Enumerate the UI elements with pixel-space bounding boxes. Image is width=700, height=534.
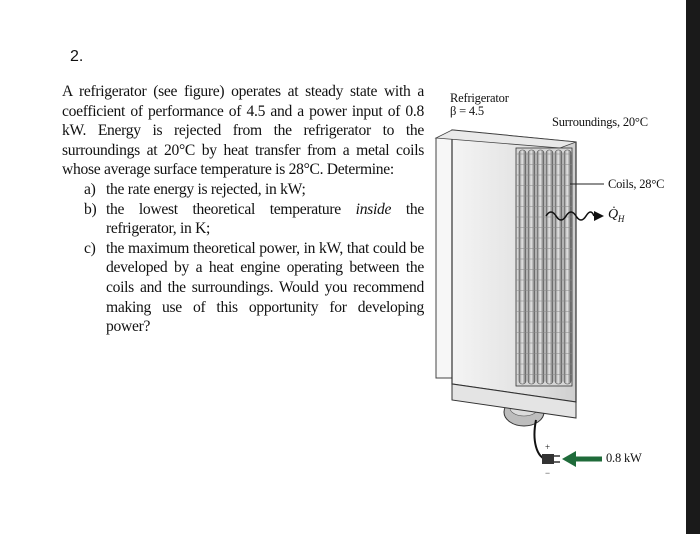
power-arrow-head <box>562 451 576 467</box>
coil-tube <box>563 149 572 385</box>
coil-tube <box>518 149 527 385</box>
heat-rejection-arrow <box>545 211 595 221</box>
coil-tube <box>554 149 563 385</box>
question-number: 2. <box>70 48 84 65</box>
refrigerator-door <box>435 137 453 379</box>
refrigerator-diagram: + − <box>434 129 604 478</box>
part-a-text: the rate energy is rejected, in kW; <box>106 180 306 198</box>
problem-intro: A refrigerator (see figure) operates at … <box>62 83 424 179</box>
heat-rate-subscript: H <box>617 213 625 224</box>
part-c: c) the maximum theoretical power, in kW,… <box>84 239 424 337</box>
right-edge-bar <box>686 0 700 534</box>
condenser-coils <box>515 147 573 387</box>
heat-rate-label: Q̇H <box>608 208 624 226</box>
power-plug <box>542 454 554 464</box>
refrigerator-label: Refrigerator <box>450 91 509 105</box>
problem-parts: a) the rate energy is rejected, in kW; b… <box>62 180 424 337</box>
part-a: a) the rate energy is rejected, in kW; <box>84 180 424 200</box>
heat-arrow-head <box>594 211 604 221</box>
refrigerator-top <box>434 129 577 149</box>
part-b: b) the lowest theoretical temperature in… <box>84 200 424 239</box>
refrigerator-base <box>451 383 577 419</box>
coils-label: Coils, 28°C <box>608 177 665 191</box>
part-b-text-after: the refrigerator, in K; <box>106 200 424 238</box>
part-c-marker: c) <box>84 239 96 257</box>
heat-rate-symbol: Q̇ <box>608 207 618 222</box>
part-b-emphasis: inside <box>355 200 392 218</box>
plug-minus-sign: − <box>545 468 550 478</box>
problem-statement: A refrigerator (see figure) operates at … <box>62 82 424 337</box>
part-b-marker: b) <box>84 200 97 218</box>
part-b-text-before: the lowest theoretical temperature <box>106 200 356 218</box>
part-c-text: the maximum theoretical power, in kW, th… <box>106 239 424 336</box>
plug-plus-sign: + <box>545 442 550 452</box>
part-a-marker: a) <box>84 180 96 198</box>
surroundings-label: Surroundings, 20°C <box>552 115 648 129</box>
coil-tube <box>545 149 554 385</box>
coil-tube <box>527 149 536 385</box>
beta-label: β = 4.5 <box>450 104 484 118</box>
power-input-label: 0.8 kW <box>606 451 642 465</box>
refrigerator-figure: + − Refrigerator β = 4.5 Surroundings, 2… <box>428 90 690 490</box>
coil-tube <box>536 149 545 385</box>
